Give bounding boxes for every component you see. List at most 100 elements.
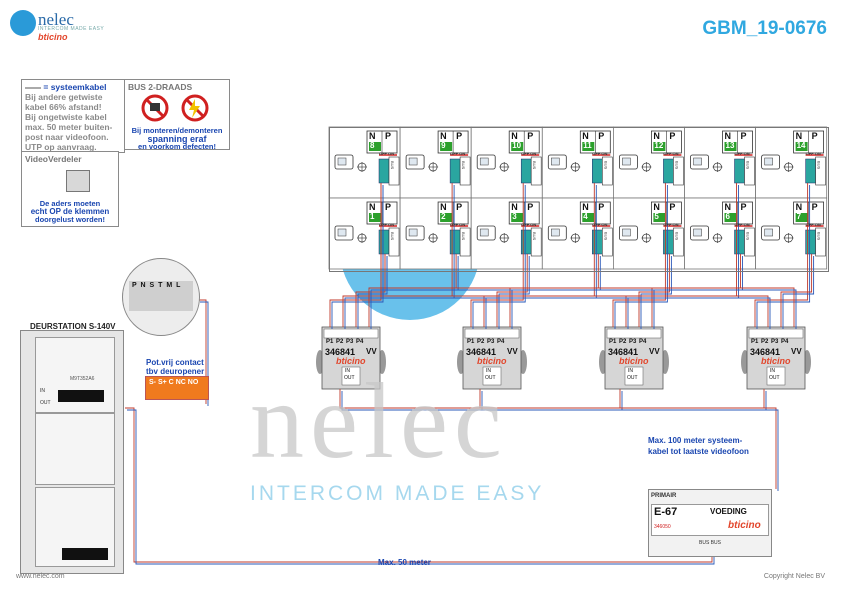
- document-number: GBM_19-0676: [702, 18, 827, 39]
- bus-warning-line3: en voorkom defecten!: [138, 142, 216, 151]
- n-label: N: [724, 131, 732, 141]
- monitor-screen: [479, 228, 489, 237]
- bus-label: BUS: [532, 232, 538, 241]
- distributor-code: 346841: [750, 347, 781, 357]
- terminal-strip: [58, 390, 104, 402]
- psu-wire: [764, 407, 777, 489]
- bus-warning-line2: spanning eraf: [147, 134, 207, 144]
- p-label: P: [527, 202, 534, 212]
- distributor-thumbnail: [66, 170, 90, 192]
- bus-label-box: [744, 156, 755, 186]
- address-badge: [795, 142, 808, 151]
- contact-terminal: C: [168, 379, 174, 386]
- watermark-text: nelec: [250, 362, 508, 481]
- watermark-tagline: INTERCOM MADE EASY: [250, 482, 545, 505]
- monitor-screen: [693, 228, 702, 237]
- psu-voeding: VOEDING: [710, 507, 747, 516]
- video-distributor-title: VideoVerdeler: [25, 154, 82, 164]
- bus-label: BUS: [674, 161, 680, 170]
- address-number: 4: [583, 212, 588, 221]
- distributor-vv: VV: [366, 347, 377, 356]
- legend-line: max. 50 meter buiten-: [25, 122, 113, 132]
- address-number: 2: [441, 212, 446, 221]
- contact-terminal-block: S- S+ C NC NO: [145, 376, 209, 400]
- address-number: 6: [725, 212, 730, 221]
- distributor-brand: bticino: [477, 356, 507, 366]
- logo-text: nelec: [38, 10, 74, 29]
- distributor-vv: VV: [791, 347, 802, 356]
- switch-label: OFF ON: [521, 222, 537, 227]
- p-label: P: [385, 202, 392, 212]
- monitor-feed-wire: [498, 256, 530, 329]
- monitor-screen: [622, 157, 631, 166]
- distributor-ports: P1 P2 P3 P4: [467, 339, 505, 345]
- monitor-screen: [337, 157, 347, 166]
- switch-label: OFF ON: [663, 151, 679, 156]
- bus-label: BUS: [390, 161, 395, 170]
- bus-label: BUS: [532, 161, 538, 170]
- bus-label: BUS: [461, 232, 467, 241]
- terminal-label: L: [176, 282, 182, 289]
- bus-label: BUS: [745, 161, 751, 170]
- module-code: M9T352A6: [70, 376, 95, 382]
- distributor-code: 346841: [608, 347, 639, 357]
- address-badge: [582, 142, 595, 151]
- monitor-screen: [408, 157, 418, 166]
- psu-model: E-67: [654, 506, 678, 518]
- distributor-brand: bticino: [336, 356, 366, 366]
- video-distributor-line: doorgelust worden!: [35, 215, 105, 224]
- contact-terminal: S+: [157, 379, 167, 386]
- switch-label: OFF ON: [734, 151, 750, 156]
- bus-label-box: [459, 156, 471, 186]
- switch-label: OFF ON: [450, 222, 466, 227]
- p-label: P: [740, 202, 747, 212]
- n-label: N: [653, 131, 660, 141]
- p-label: P: [598, 202, 605, 212]
- legend-line: UTP op aanvraag.: [25, 142, 97, 152]
- bus-wire: [622, 391, 767, 411]
- wire-group: [23, 183, 815, 565]
- bus-label-box: [530, 227, 542, 257]
- address-badge: [653, 213, 666, 222]
- p-label: P: [527, 131, 534, 141]
- legend-line: Bij ongetwiste kabel: [25, 112, 107, 122]
- terminal-wire: [198, 299, 207, 404]
- switch-label: OFF ON: [734, 222, 750, 227]
- monitor-screen: [764, 157, 773, 166]
- switch-label: OFF ON: [592, 222, 608, 227]
- bus-label-box: [601, 227, 613, 257]
- logo-subtitle: INTERCOM MADE EASY: [38, 26, 105, 32]
- switch-label: OFF ON: [521, 151, 537, 156]
- terminal-zoom: [122, 258, 200, 336]
- psu-wire: [766, 409, 779, 491]
- contact-terminal: NC: [175, 379, 186, 386]
- address-badge: [369, 213, 381, 222]
- p-label: P: [385, 131, 392, 141]
- monitor-feed-wire: [640, 256, 672, 329]
- monitor-grid-frame: [329, 127, 829, 272]
- out-label: OUT: [40, 400, 51, 406]
- p-label: P: [740, 131, 747, 141]
- distributor-screws: [323, 328, 379, 339]
- monitor-screen: [551, 228, 560, 237]
- p-label: P: [456, 131, 463, 141]
- distributor-in-label: IN: [345, 368, 350, 374]
- footer-copyright: Copyright Nelec BV: [763, 573, 825, 580]
- monitor-screen: [622, 228, 631, 237]
- address-badge: [724, 213, 737, 222]
- bus-label-box: [673, 227, 684, 257]
- terminal-label: M: [166, 282, 174, 289]
- terminal-label: N: [140, 282, 147, 289]
- n-label: N: [582, 131, 589, 141]
- bus-warning-title: BUS 2-DRAADS: [128, 82, 193, 92]
- door-module-3: [35, 487, 115, 567]
- terminal-label: T: [158, 282, 164, 289]
- n-label: N: [440, 202, 447, 212]
- monitor-screen: [693, 157, 702, 166]
- door-module-2: [35, 413, 115, 485]
- switch-label: OFF ON: [592, 151, 608, 156]
- monitor-screen: [551, 157, 560, 166]
- video-distributor-line: De aders moeten: [39, 199, 101, 208]
- address-badge: [369, 142, 381, 151]
- distributor-in-out: [341, 366, 361, 386]
